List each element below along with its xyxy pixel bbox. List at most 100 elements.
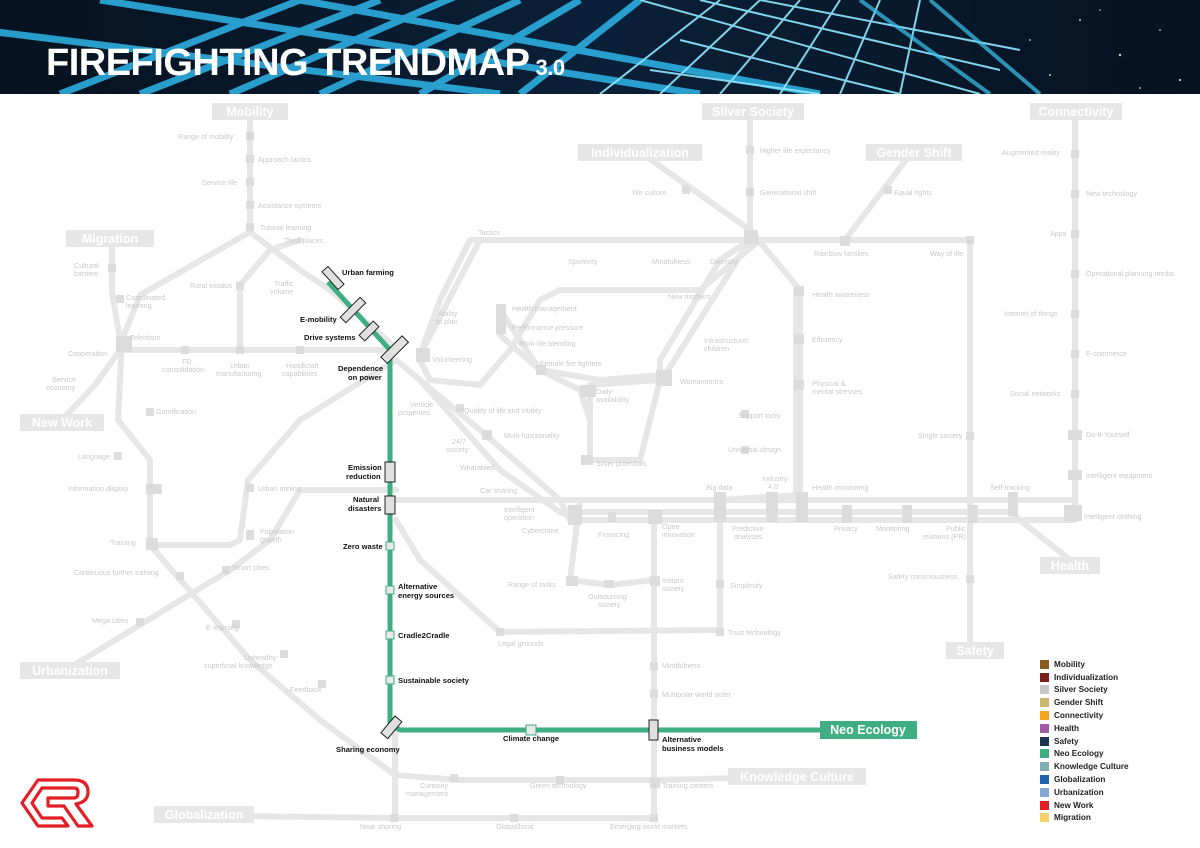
station: [246, 155, 254, 163]
label-continuous-further-training: Continuous further training: [74, 568, 159, 577]
station-zero-waste[interactable]: [385, 541, 395, 551]
station-emission-reduction[interactable]: [384, 461, 396, 483]
station: [510, 814, 518, 822]
station-alternative-energy[interactable]: [385, 585, 395, 595]
station: [450, 774, 458, 782]
label-diversity: Diversity: [710, 257, 738, 266]
station: [794, 380, 804, 390]
legend-item: Globalization: [1040, 773, 1129, 786]
label-cybercrime: Cybercrime: [522, 526, 559, 535]
legend-item: Neo Ecology: [1040, 748, 1129, 761]
grey-stations: [108, 132, 1082, 822]
line-label-neo-ecology: Neo Ecology: [820, 721, 917, 739]
label-silver-potentials: Silver potentials: [596, 459, 647, 468]
legend-item: Mobility: [1040, 658, 1129, 671]
legend-label: New Work: [1054, 800, 1094, 810]
label-universal-design: Universal design: [728, 445, 781, 454]
neo-ecology-line: Neo Ecology Urban farming E-mobility Dri…: [300, 265, 917, 754]
legend-swatch: [1040, 749, 1049, 759]
label-range-of-tasks: Range of tasks: [508, 580, 556, 589]
line-mobility-rural: [237, 237, 303, 353]
label-climate-change: Climate change: [503, 734, 559, 743]
legend-label: Urbanization: [1054, 787, 1104, 797]
station-climate-change[interactable]: [525, 724, 537, 736]
line-label-individualization: Individualization: [578, 144, 702, 161]
station: [716, 580, 724, 588]
legend-item: Silver Society: [1040, 684, 1129, 697]
station-natural-disasters[interactable]: [384, 495, 396, 515]
label-green-technology: Green technology: [530, 781, 587, 790]
grey-station-labels: Range of mobility Approach tactics Servi…: [46, 132, 1174, 831]
svg-text:Health: Health: [1051, 559, 1089, 573]
station: [536, 365, 546, 375]
line-individualization: [637, 117, 753, 233]
station: [1071, 150, 1079, 158]
station: [1071, 350, 1079, 358]
line-label-urbanization: Urbanization: [20, 662, 120, 679]
line-tactics: [417, 237, 973, 653]
station: [456, 404, 464, 412]
station: [246, 132, 254, 140]
station: [236, 346, 244, 354]
station: [1064, 505, 1082, 521]
label-gamification: Gamification: [156, 407, 196, 416]
label-we-culture: We culture: [632, 188, 666, 197]
label-way-of-life: Way of life: [930, 249, 963, 258]
station-urban-farming[interactable]: [321, 265, 345, 291]
legend-swatch: [1040, 698, 1049, 708]
station: [966, 236, 974, 244]
label-global-local: Global/local: [496, 822, 534, 831]
legend-item: Migration: [1040, 812, 1129, 825]
station-cradle2cradle[interactable]: [385, 630, 395, 640]
label-cooperation: Cooperation: [68, 349, 107, 358]
label-cradle2cradle: Cradle2Cradle: [398, 631, 450, 640]
station: [232, 620, 240, 628]
station-drive-systems[interactable]: [358, 320, 380, 342]
station: [966, 575, 974, 583]
station-sharing-economy[interactable]: [380, 715, 403, 740]
station: [246, 530, 254, 540]
label-telentism: Telentism: [130, 333, 160, 342]
station: [222, 566, 230, 574]
station: [108, 264, 116, 272]
label-multipolar-world-order: Multipolar world order: [662, 690, 732, 699]
station-e-mobility[interactable]: [339, 296, 367, 324]
station-sustainable-society[interactable]: [385, 675, 395, 685]
label-sharing-economy: Sharing economy: [336, 745, 400, 754]
label-health-awareness: Health awareness: [812, 290, 870, 299]
legend-label: Individualization: [1054, 672, 1119, 682]
station: [746, 146, 754, 154]
label-rural-exodus: Rural exodus: [190, 281, 233, 290]
label-urban-mining: Urban mining: [258, 484, 301, 493]
station: [842, 505, 852, 523]
station: [246, 201, 254, 209]
label-training: Training: [110, 538, 136, 547]
label-performance-pressure: Performance pressure: [512, 323, 583, 332]
station: [568, 505, 582, 525]
station: [884, 186, 892, 194]
label-new-technology: New technology: [1086, 189, 1138, 198]
label-e-learning: E-learning: [206, 623, 239, 632]
label-information-display: Information display: [68, 484, 129, 493]
svg-text:New Work: New Work: [32, 416, 92, 430]
title-version: 3.0: [535, 55, 565, 80]
label-smart-cities: Smart cities: [232, 563, 270, 572]
label-big-data: Big data: [706, 483, 732, 492]
station: [604, 580, 614, 588]
station-alternative-business-models[interactable]: [648, 719, 659, 741]
station: [246, 484, 254, 492]
station: [796, 492, 808, 522]
station-dependence-on-power[interactable]: [380, 335, 410, 365]
station: [716, 628, 724, 636]
